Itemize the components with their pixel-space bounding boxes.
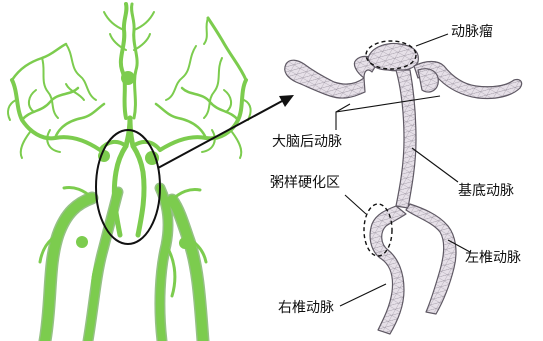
leader-basilar [412, 148, 458, 182]
leader-plaque [345, 195, 366, 214]
green-vessel-rendering [8, 4, 251, 341]
leader-right-va [340, 284, 386, 306]
leader-aneurysm [416, 34, 448, 46]
label-posterior-cerebral-artery: 大脑后动脉 [272, 134, 342, 150]
label-left-vertebral-artery: 左椎动脉 [465, 250, 521, 266]
label-right-vertebral-artery: 右椎动脉 [278, 300, 334, 316]
label-plaque-region: 粥样硬化区 [270, 175, 340, 191]
label-basilar-artery: 基底动脉 [458, 183, 514, 199]
label-aneurysm: 动脉瘤 [451, 24, 493, 40]
leader-pca [336, 96, 440, 130]
